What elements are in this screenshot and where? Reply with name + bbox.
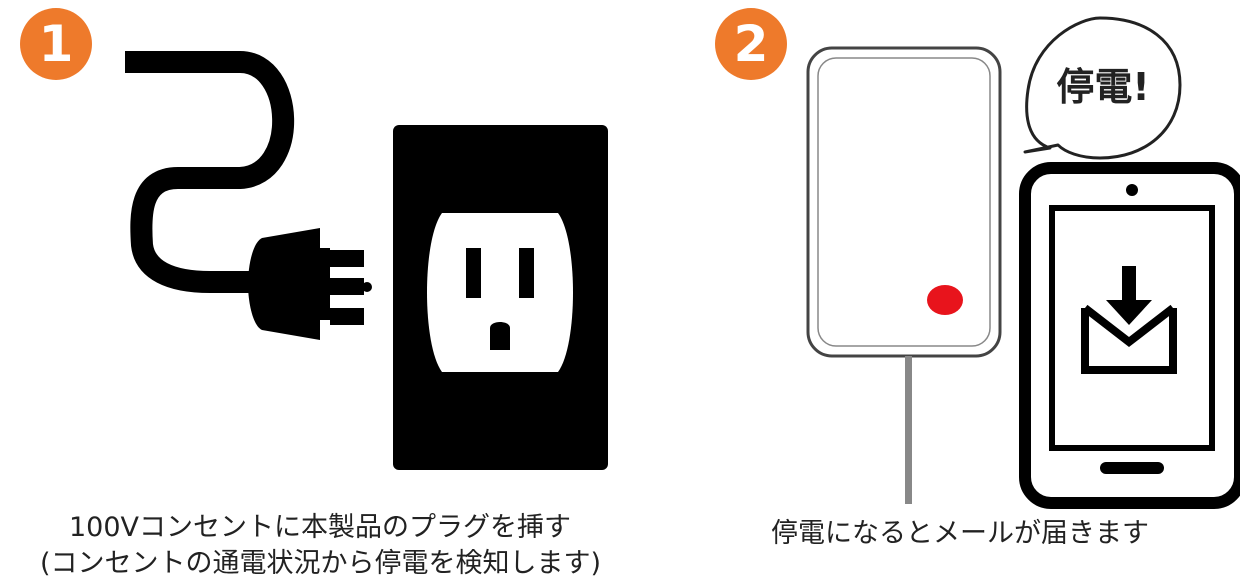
plug-icon: [248, 228, 372, 340]
cord-icon: [125, 51, 295, 293]
step-number-badge: 2: [715, 8, 787, 80]
power-outage-notification-illustration: 停電!: [806, 16, 1240, 509]
step-2-caption: 停電になるとメールが届きます: [771, 518, 1149, 549]
plug-and-outlet-illustration: [125, 51, 608, 470]
mail-download-icon: [1081, 266, 1177, 374]
step-1-panel: 1 100Vコンセントに本製品のプラグを挿す (コンセントの通電状況から停電を検…: [20, 8, 608, 582]
caption-line-2: (コンセントの通電状況から停電を検知します): [40, 548, 602, 579]
outlet-icon: [393, 125, 608, 470]
step-number-badge: 1: [20, 8, 92, 80]
led-icon: [927, 285, 963, 315]
step-1-caption: 100Vコンセントに本製品のプラグを挿す (コンセントの通電状況から停電を検知し…: [40, 510, 602, 582]
caption-line-1: 100Vコンセントに本製品のプラグを挿す: [68, 512, 571, 543]
bubble-text: 停電!: [1056, 65, 1149, 109]
step-2-panel: 2 停電! 停電になるとメールが届きま: [640, 0, 1240, 587]
cable-icon: [905, 356, 912, 504]
device-icon: [806, 46, 1002, 504]
smartphone-icon: [1019, 162, 1240, 509]
home-button-icon: [1100, 462, 1164, 474]
speech-bubble-icon: 停電!: [1023, 16, 1182, 160]
camera-icon: [1126, 184, 1138, 196]
